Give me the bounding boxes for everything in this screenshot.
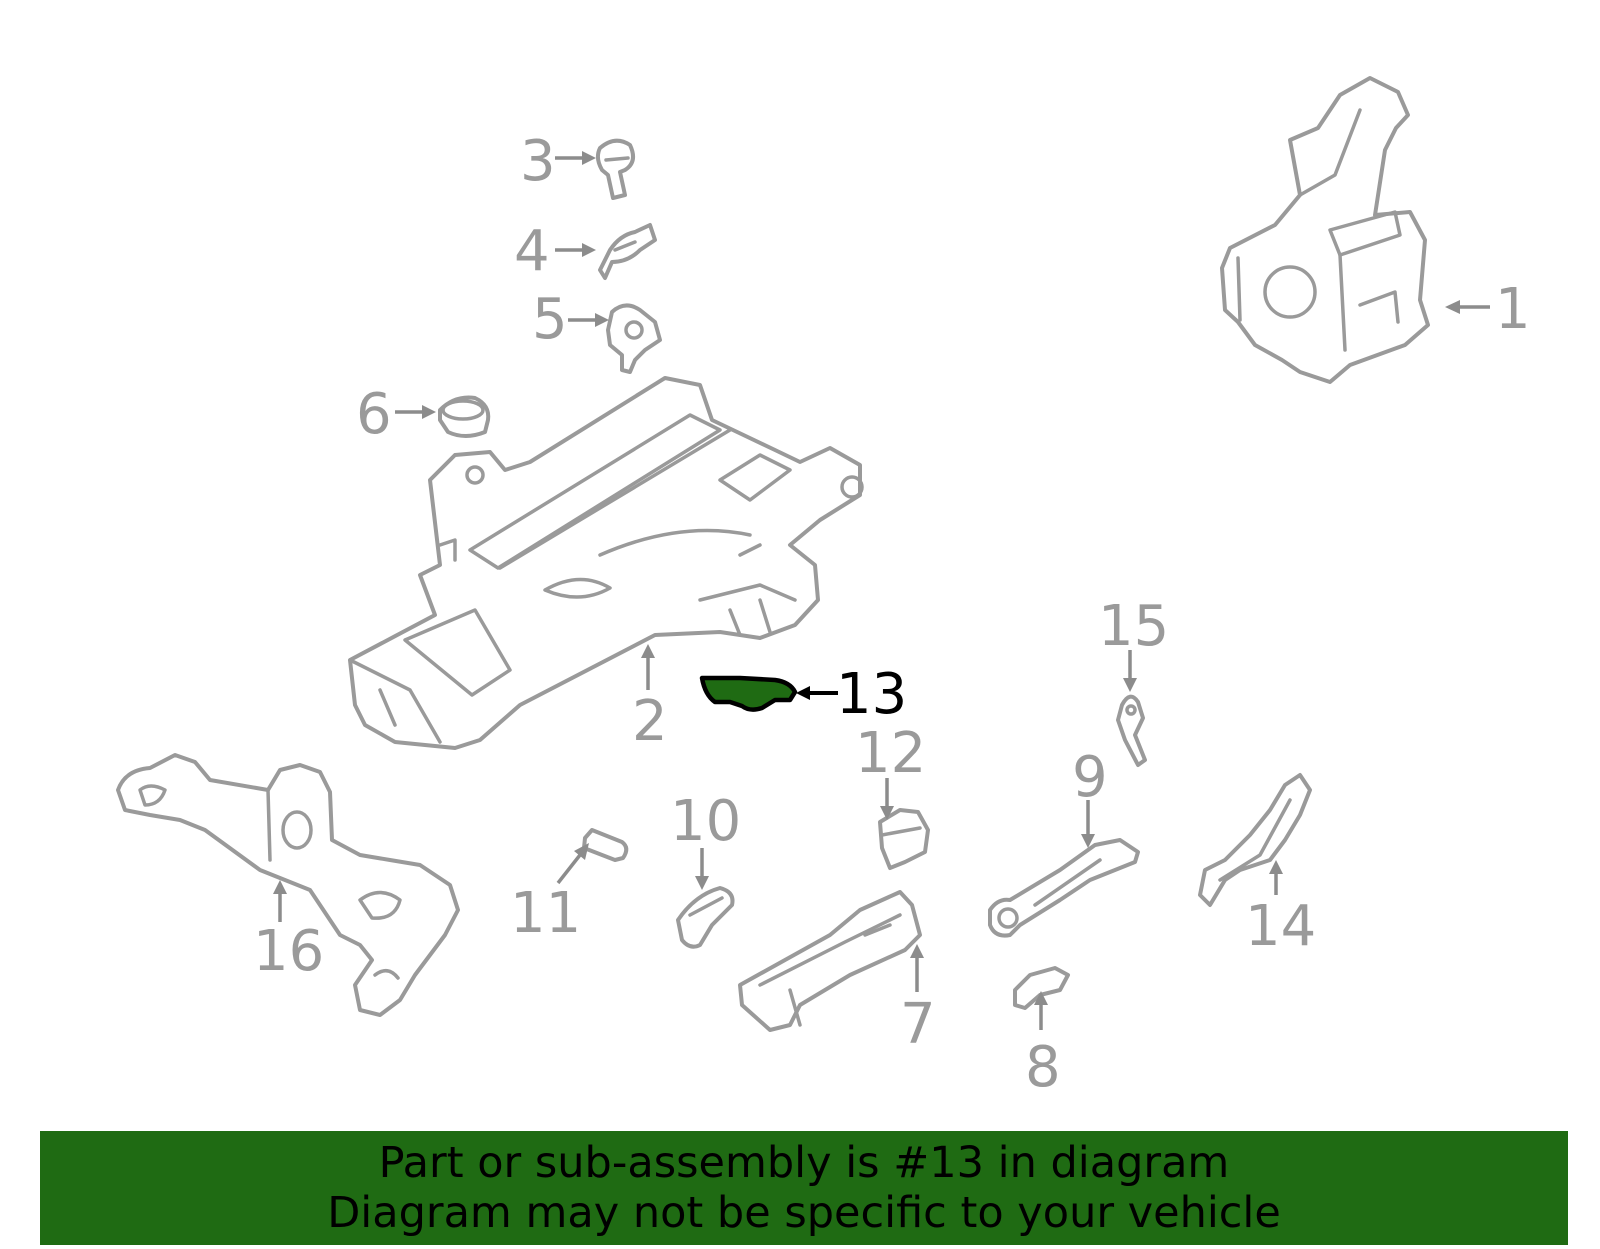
callout-14: 14 [1245,894,1316,959]
callout-15: 15 [1098,594,1169,659]
callout-3: 3 [520,129,556,194]
callout-9: 9 [1072,745,1108,810]
part-5-nut [606,303,662,374]
part-1-bracket [1220,76,1430,384]
callout-10: 10 [670,789,741,854]
part-13-highlighted [699,675,798,712]
banner-line-1: Part or sub-assembly is #13 in diagram [378,1138,1230,1188]
callout-12: 12 [855,721,926,786]
part-6-grommet [438,395,491,438]
leader-arrows [273,151,1490,1030]
callout-1: 1 [1495,277,1531,342]
part-9-arm [988,838,1140,938]
part-7-lever [738,890,922,1032]
part-15-clip [1116,694,1147,767]
callout-6: 6 [356,382,392,447]
callout-11: 11 [510,881,581,946]
part-8-piece [1013,966,1070,1010]
callout-2: 2 [632,689,668,754]
callout-16: 16 [253,919,324,984]
info-banner: Part or sub-assembly is #13 in diagram D… [40,1131,1568,1245]
callout-5: 5 [532,287,568,352]
part-14-link [1198,773,1312,907]
part-12-block [878,808,930,870]
part-16-linkage [116,753,460,1017]
part-4-clip [598,223,657,280]
banner-line-2: Diagram may not be specific to your vehi… [327,1188,1281,1238]
part-11-pin [582,828,629,862]
callout-13: 13 [836,662,907,727]
callout-7: 7 [900,992,936,1057]
callout-8: 8 [1025,1035,1061,1100]
part-10-pad [676,886,735,949]
part-3-bolt [595,138,636,200]
part-2-assembly [348,376,864,750]
callout-4: 4 [514,219,550,284]
